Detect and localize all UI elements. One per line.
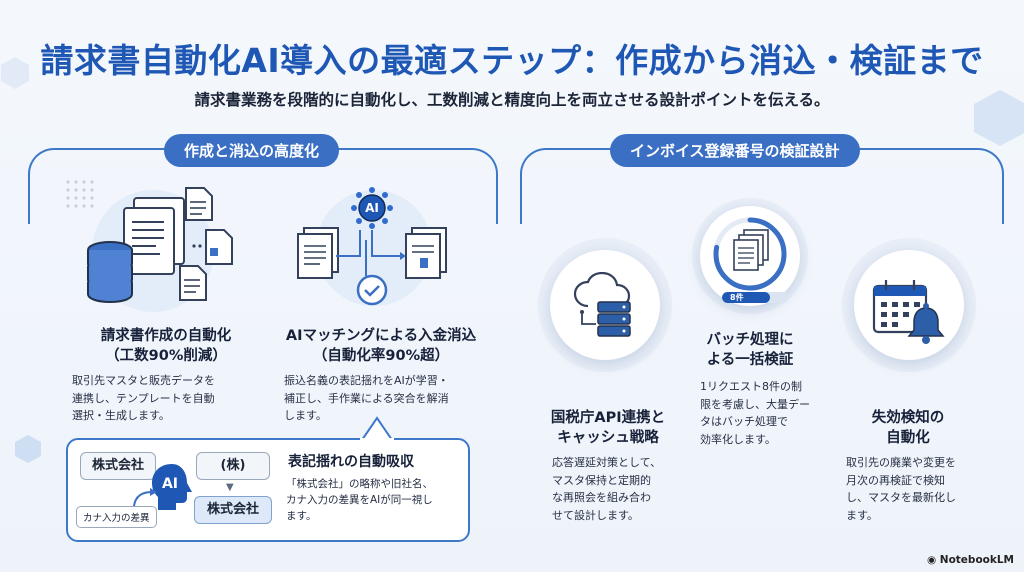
generated-documents-icon — [179, 187, 233, 301]
item3-heading-line2: 自動化 — [886, 430, 930, 446]
callout-body-line: 「株式会社」の略称や旧社名、 — [286, 478, 433, 490]
item2-heading: バッチ処理に よる一括検証 — [690, 330, 810, 370]
tag-kana-difference: カナ入力の差異 — [76, 506, 157, 528]
card2-body-line: 補正し、手作業による突合を解消 — [284, 391, 449, 405]
right-section-pill: インボイス登録番号の検証設計 — [610, 134, 860, 167]
item2-body-line: 限を考慮し、大量デー — [700, 397, 810, 411]
callout-body-line: ます。 — [286, 510, 317, 522]
page-title: 請求書自動化AI導入の最適ステップ：作成から消込・検証まで — [40, 41, 984, 80]
item1-heading-line2: キャッシュ戦略 — [557, 430, 659, 446]
item3-body: 取引先の廃業や変更を 月次の再検証で検知 し、マスタを最新化し ます。 — [846, 454, 982, 524]
dot-pattern — [66, 180, 94, 208]
item1-body-line: せて設計します。 — [552, 508, 639, 522]
card1-body: 取引先マスタと販売データを 連携し、テンプレートを自動 選択・生成します。 — [72, 372, 252, 425]
database-icon — [87, 241, 133, 304]
batch-documents-icon — [733, 229, 769, 271]
item3-body-line: し、マスタを最新化し — [846, 491, 956, 504]
item1-body-line: マスタ保持と定期的 — [552, 473, 651, 487]
card1-body-line: 選択・生成します。 — [72, 409, 170, 422]
card2-heading-line1: AIマッチングによる入金消込 — [285, 328, 477, 344]
card1-body-line: 連携し、テンプレートを自動 — [72, 391, 215, 405]
item1-heading-line1: 国税庁API連携と — [550, 410, 666, 426]
ai-chip-icon — [351, 187, 393, 229]
page-subtitle: 請求書業務を段階的に自動化し、工数削減と精度向上を両立させる設計ポイントを伝える… — [194, 91, 830, 109]
callout-heading: 表記揺れの自動吸収 — [288, 454, 414, 470]
card1-heading-line1: 請求書作成の自動化 — [100, 328, 232, 344]
item3-body-line: 取引先の廃業や変更を — [846, 456, 956, 469]
brand-watermark: ◉ NotebookLM — [927, 554, 1014, 566]
curved-arrow-icon — [133, 488, 157, 507]
callout-body: 「株式会社」の略称や旧社名、 カナ入力の差異をAIが同一視し ます。 — [286, 476, 464, 524]
tag-abbreviation: (株) — [196, 452, 270, 480]
card2-heading: AIマッチングによる入金消込 （自動化率90%超） — [268, 326, 494, 366]
item1-heading: 国税庁API連携と キャッシュ戦略 — [536, 408, 680, 448]
card1-heading-line2: （工数90%削減） — [105, 348, 227, 364]
item2-body-line: 効率化します。 — [700, 432, 776, 446]
item1-body-line: な再照会を組み合わ — [552, 491, 651, 504]
item3-heading-line1: 失効検知の — [871, 410, 945, 426]
item1-body-line: 応答遅延対策として、 — [552, 456, 662, 469]
calendar-bell-icon — [872, 280, 945, 344]
ai-head-icon — [152, 464, 192, 510]
card2-body-line: します。 — [284, 409, 327, 422]
item2-body-line: タはバッチ処理で — [700, 415, 788, 428]
callout-pointer — [360, 416, 394, 440]
item2-heading-line2: よる一括検証 — [706, 352, 794, 368]
hexagon-decoration-left — [15, 435, 41, 463]
card1-body-line: 取引先マスタと販売データを — [72, 374, 215, 387]
ai-head-label: AI — [161, 476, 179, 492]
matching-flow-icon — [297, 227, 447, 306]
tag-normalized-name: 株式会社 — [194, 496, 272, 524]
item1-body: 応答遅延対策として、 マスタ保持と定期的 な再照会を組み合わ せて設計します。 — [552, 454, 676, 524]
notebooklm-logo-icon: ◉ — [926, 554, 940, 566]
ai-icon-label: AI — [365, 201, 379, 215]
batch-progress-bar — [722, 292, 788, 303]
item3-heading: 失効検知の 自動化 — [852, 408, 964, 448]
hexagon-decoration-top-right — [974, 90, 1024, 146]
item3-body-line: ます。 — [846, 508, 878, 522]
cloud-server-icon — [573, 272, 631, 337]
item2-body-line: 1リクエスト8件の制 — [700, 380, 802, 393]
batch-progress-fill — [722, 292, 770, 303]
batch-progress-label: 8件 — [730, 293, 744, 302]
document-stack-icon — [123, 197, 185, 275]
brand-label: NotebookLM — [939, 554, 1014, 566]
card2-heading-line2: （自動化率90%超） — [312, 348, 450, 364]
item2-body: 1リクエスト8件の制 限を考慮し、大量デー タはバッチ処理で 効率化します。 — [700, 378, 820, 448]
card2-body-line: 振込名義の表記揺れをAIが学習・ — [284, 374, 449, 387]
hexagon-decoration-top-left — [1, 57, 29, 89]
item3-body-line: 月次の再検証で検知 — [846, 473, 945, 487]
left-section-pill: 作成と消込の高度化 — [164, 134, 340, 167]
card2-body: 振込名義の表記揺れをAIが学習・ 補正し、手作業による突合を解消 します。 — [284, 372, 480, 425]
callout-body-line: カナ入力の差異をAIが同一視し — [286, 494, 433, 506]
tag-original-name: 株式会社 — [80, 452, 156, 480]
arrow-down-icon: ▼ — [226, 482, 234, 493]
card1-heading: 請求書作成の自動化 （工数90%削減） — [76, 326, 256, 366]
batch-progress-ring — [713, 217, 787, 291]
item2-heading-line1: バッチ処理に — [706, 332, 794, 348]
